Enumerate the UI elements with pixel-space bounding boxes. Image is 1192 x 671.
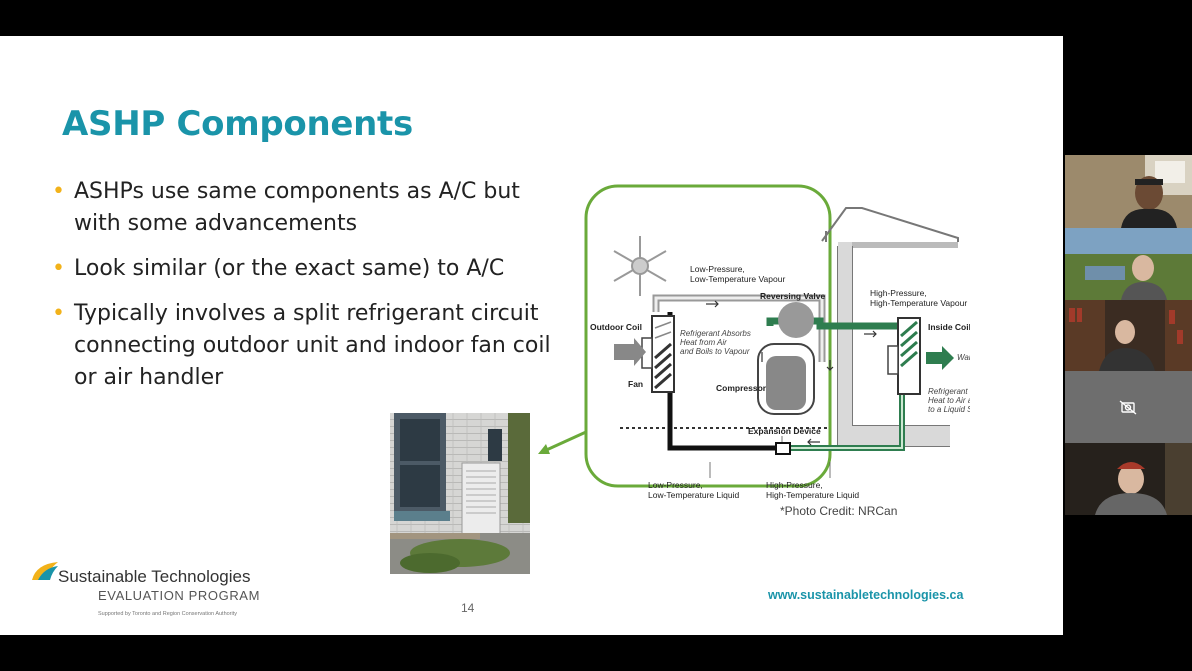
video-tile-participant-2[interactable] xyxy=(1065,228,1192,300)
label-high-liquid-1: High-Pressure, xyxy=(766,480,823,490)
ste-logo: Sustainable Technologies EVALUATION PROG… xyxy=(30,556,260,626)
heat-pump-diagram: Low-Pressure, Low-Temperature Vapour Rev… xyxy=(530,176,1014,506)
logo-name: Sustainable Technologies xyxy=(58,567,251,586)
label-fan: Fan xyxy=(628,379,643,389)
snowflake-icon xyxy=(613,236,667,296)
label-low-liquid-1: Low-Pressure, xyxy=(648,480,703,490)
bullet-item: ASHPs use same components as A/C but wit… xyxy=(52,176,552,240)
page-number: 14 xyxy=(461,601,475,615)
website-link[interactable]: www.sustainabletechnologies.ca xyxy=(768,588,964,602)
camera-off-icon xyxy=(1119,400,1137,415)
label-low-liquid-2: Low-Temperature Liquid xyxy=(648,490,739,500)
label-expansion-device: Expansion Device xyxy=(748,426,821,436)
label-absorbs-2: Heat from Air xyxy=(680,338,727,347)
label-warm-air: Warm Inside Air xyxy=(957,353,970,362)
logo-program: EVALUATION PROGRAM xyxy=(98,588,261,603)
label-high-vapour-1: High-Pressure, xyxy=(870,288,927,298)
label-absorbs-1: Refrigerant Absorbs xyxy=(680,329,751,338)
label-reversing-valve: Reversing Valve xyxy=(760,291,825,301)
bullet-item: Typically involves a split refrigerant c… xyxy=(52,298,552,394)
label-high-liquid-2: High-Temperature Liquid xyxy=(766,490,859,500)
label-releases-3: to a Liquid State xyxy=(928,405,970,414)
label-releases-2: Heat to Air and Returns xyxy=(928,396,970,405)
logo-support: Supported by Toronto and Region Conserva… xyxy=(98,611,238,617)
label-inside-coil: Inside Coil xyxy=(928,322,970,332)
label-low-vapour-1: Low-Pressure, xyxy=(690,264,745,274)
outdoor-unit-photo xyxy=(390,413,530,574)
label-compressor: Compressor xyxy=(716,383,767,393)
photo-credit: *Photo Credit: NRCan xyxy=(780,504,898,518)
bullet-item: Look similar (or the exact same) to A/C xyxy=(52,253,552,285)
video-tile-participant-4-camera-off[interactable] xyxy=(1065,371,1192,443)
logo-mark-icon xyxy=(32,562,58,580)
video-tile-participant-1[interactable] xyxy=(1065,155,1192,228)
slide-title: ASHP Components xyxy=(62,104,413,144)
presentation-slide: ASHP Components ASHPs use same component… xyxy=(0,36,1063,635)
label-absorbs-3: and Boils to Vapour xyxy=(680,347,750,356)
label-releases-1: Refrigerant Releases xyxy=(928,387,970,396)
label-low-vapour-2: Low-Temperature Vapour xyxy=(690,274,785,284)
label-outdoor-coil: Outdoor Coil xyxy=(590,322,642,332)
video-tile-participant-3[interactable] xyxy=(1065,300,1192,371)
bullet-list: ASHPs use same components as A/C but wit… xyxy=(52,176,552,407)
label-high-vapour-2: High-Temperature Vapour xyxy=(870,298,967,308)
video-tile-participant-5[interactable] xyxy=(1065,443,1192,515)
